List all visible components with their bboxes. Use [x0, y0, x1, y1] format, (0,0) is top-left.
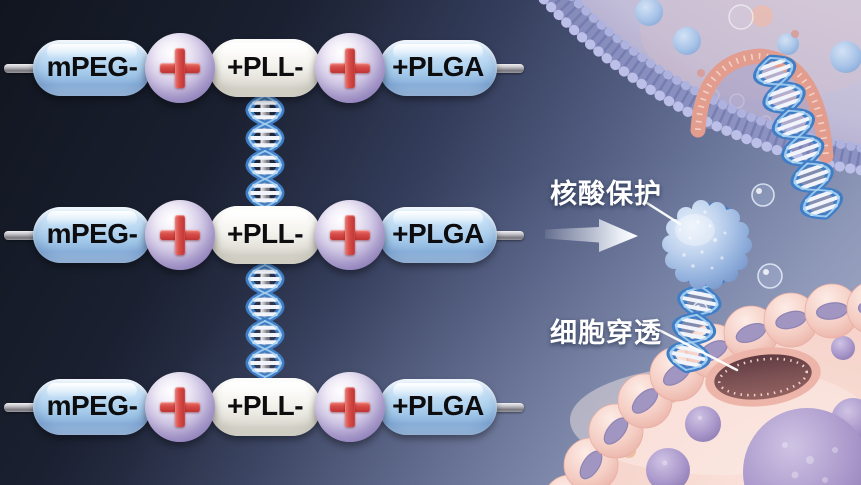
segment-label: +PLL-	[226, 390, 304, 421]
pointer-line-penetration	[659, 329, 739, 372]
polymer-chain-3: mPEG- +PLL- +PLGA	[4, 372, 524, 442]
positive-charge-sphere	[315, 200, 385, 270]
positive-charge-sphere	[315, 33, 385, 103]
chain-end-rod	[4, 230, 38, 240]
positive-charge-sphere	[145, 200, 215, 270]
label-cell-penetration: 细胞穿透	[550, 318, 662, 348]
organelles	[622, 336, 861, 485]
segment-label: +PLGA	[392, 390, 484, 421]
transition-arrow-icon	[545, 219, 638, 252]
segment-label: mPEG-	[46, 51, 138, 82]
chain-end-rod	[492, 63, 524, 73]
plus-icon	[330, 48, 370, 88]
membrane-bumps	[548, 283, 861, 485]
polymer-chain-2: mPEG- +PLL- +PLGA	[4, 200, 524, 270]
dna-linker-icon	[249, 90, 280, 212]
mpeg-block: mPEG-	[33, 40, 151, 96]
endosome-spheres	[635, 0, 861, 73]
segment-label: +PLGA	[392, 51, 484, 82]
segment-label: +PLL-	[226, 218, 304, 249]
plus-icon	[160, 387, 200, 427]
plus-icon	[160, 48, 200, 88]
dna-linker-icon	[249, 258, 280, 384]
positive-charge-sphere	[145, 33, 215, 103]
pll-block: +PLL-	[209, 378, 321, 436]
plus-icon	[160, 215, 200, 255]
pointer-line-protection	[645, 201, 682, 226]
mpeg-block: mPEG-	[33, 207, 151, 263]
plga-block: +PLGA	[379, 40, 497, 96]
pll-block: +PLL-	[209, 39, 321, 97]
positive-charge-sphere	[145, 372, 215, 442]
segment-label: +PLL-	[226, 51, 304, 82]
positive-charge-sphere	[315, 372, 385, 442]
segment-label: mPEG-	[46, 218, 138, 249]
plga-block: +PLGA	[379, 207, 497, 263]
membrane-pore	[705, 347, 821, 407]
label-nucleic-acid-protection: 核酸保护	[550, 179, 662, 209]
plus-icon	[330, 387, 370, 427]
mpeg-block: mPEG-	[33, 379, 151, 435]
plus-icon	[330, 215, 370, 255]
nanoparticle-icon	[662, 200, 752, 289]
chain-end-rod	[492, 402, 524, 412]
segment-label: +PLGA	[392, 218, 484, 249]
chain-end-rod	[4, 402, 38, 412]
chain-end-rod	[492, 230, 524, 240]
endocytosis-pocket	[690, 48, 834, 164]
target-cell	[548, 283, 861, 485]
plga-block: +PLGA	[379, 379, 497, 435]
polymer-chain-1: mPEG- +PLL- +PLGA	[4, 33, 524, 103]
pll-block: +PLL-	[209, 206, 321, 264]
chain-end-rod	[4, 63, 38, 73]
segment-label: mPEG-	[46, 390, 138, 421]
